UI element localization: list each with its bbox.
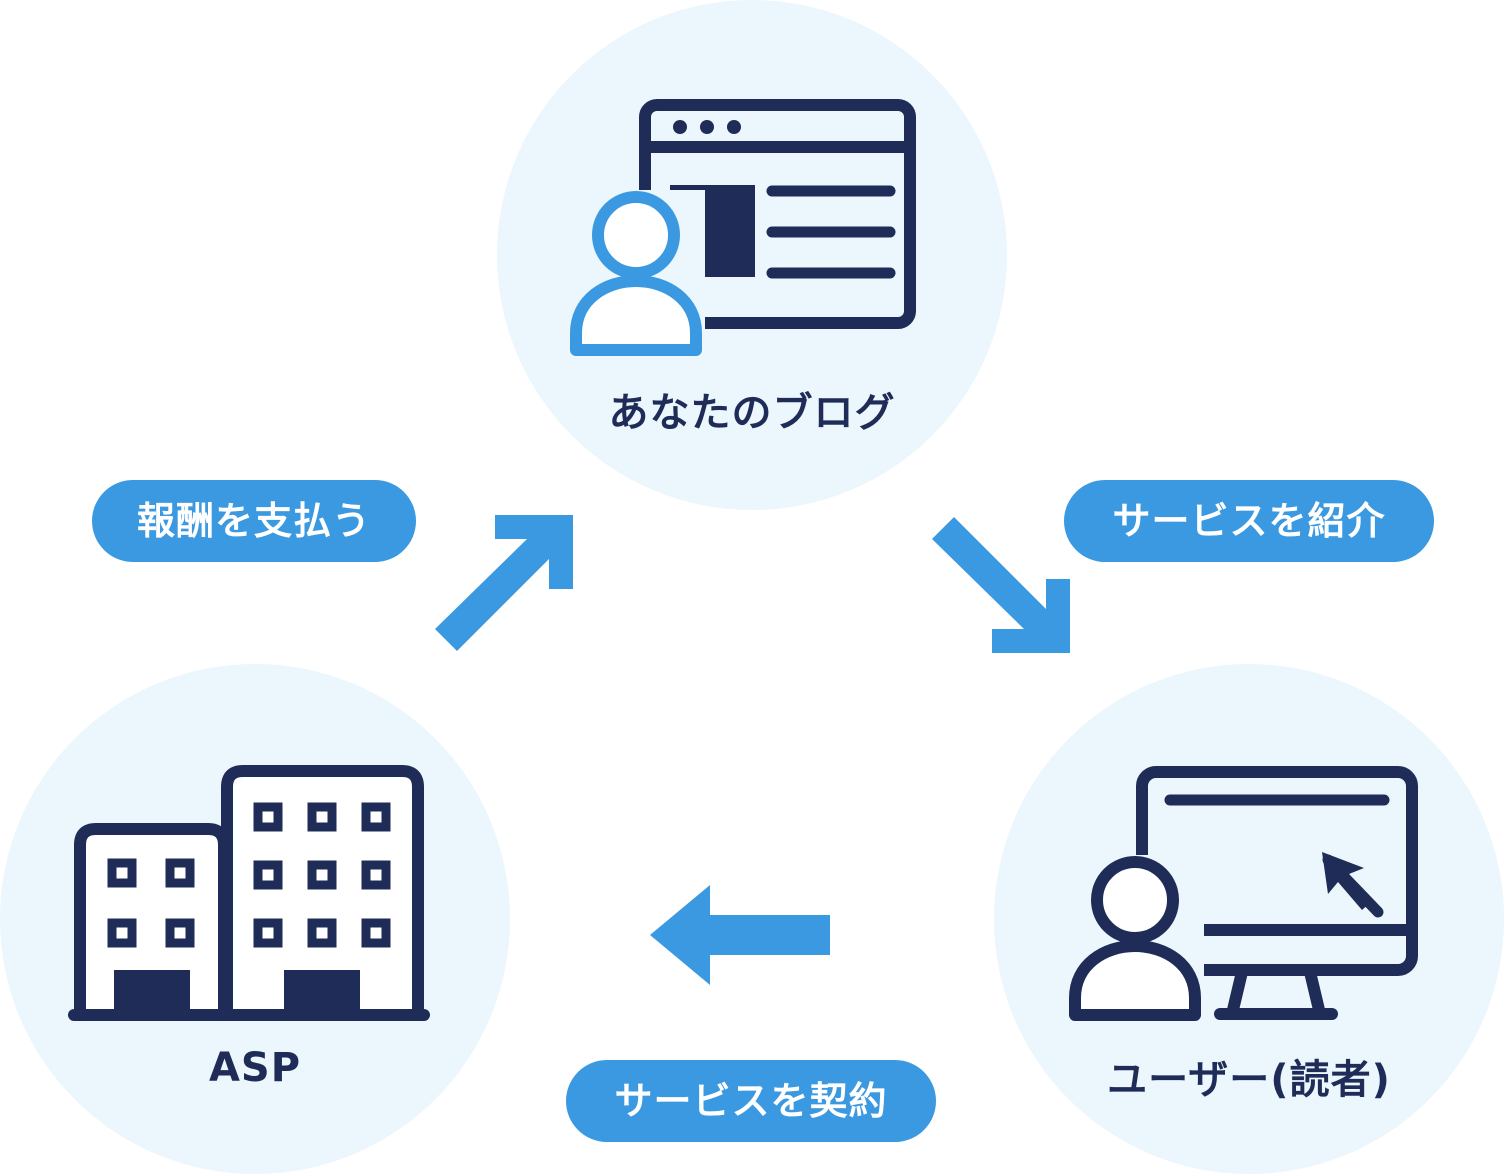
- arrow-up-right-icon: [435, 515, 573, 651]
- asp-node-label: ASP: [208, 1045, 302, 1091]
- arrow-left-icon: [650, 885, 830, 985]
- pay-reward-pill: 報酬を支払う: [92, 480, 416, 562]
- introduce-service-pill: サービスを紹介: [1064, 480, 1434, 562]
- arrow-down-right-icon: [932, 517, 1070, 653]
- contract-service-pill: サービスを契約: [566, 1060, 936, 1142]
- blog-author-icon: [565, 99, 916, 360]
- blog-node-label: あなたのブログ: [608, 390, 896, 436]
- user-computer-icon: [1064, 766, 1418, 1025]
- office-buildings-icon: [68, 765, 430, 1021]
- user-node-label: ユーザー(読者): [1107, 1057, 1391, 1103]
